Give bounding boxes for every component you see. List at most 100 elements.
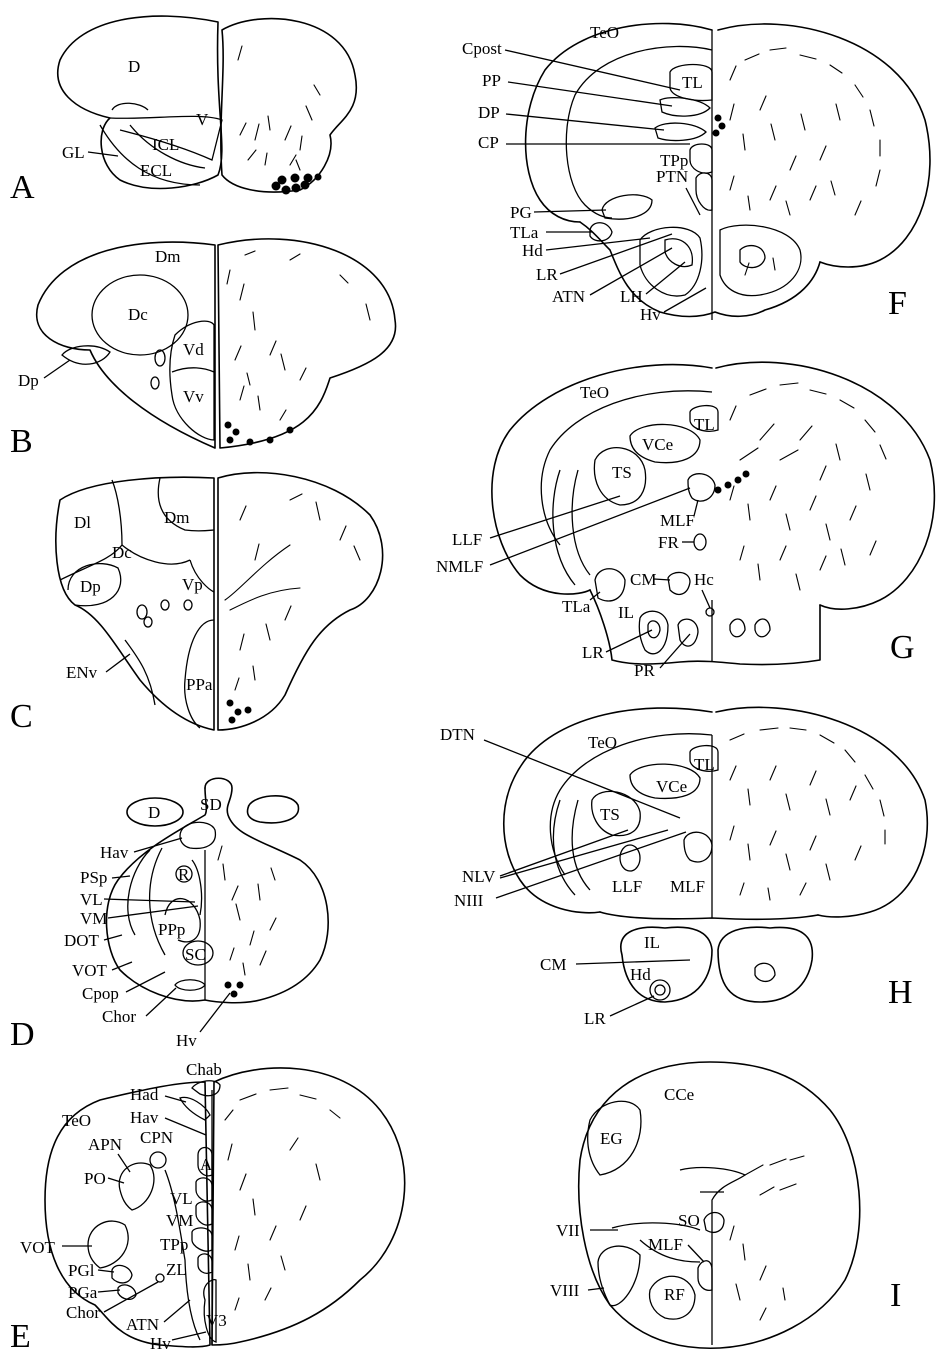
label-f-tl: TL — [682, 73, 703, 92]
panel-b-vd-region — [170, 321, 214, 440]
panel-c-dots — [227, 700, 252, 724]
panel-f: TeO Cpost TL PP DP CP TPp PTN PG TLa Hd … — [462, 23, 930, 324]
label-e-v3: V3 — [206, 1311, 227, 1330]
label-h-ts: TS — [600, 805, 620, 824]
label-h-teo: TeO — [588, 733, 617, 752]
label-g-fr: FR — [658, 533, 679, 552]
panel-a-ventricle — [112, 103, 148, 110]
panel-d-right-lobe — [248, 796, 299, 823]
panel-e-right-hemisphere — [212, 1068, 405, 1345]
panel-letter-a: A — [10, 169, 35, 206]
label-i-so: SO — [678, 1211, 700, 1230]
panel-c: Dl Dm Dc Dp Vp ENv PPa C — [10, 473, 383, 735]
panel-h-body — [600, 912, 818, 919]
label-d-vot: VOT — [72, 961, 108, 980]
panel-d-chor-region — [175, 980, 205, 991]
panel-h-right-lr — [755, 963, 775, 981]
label-e-atn: ATN — [126, 1315, 159, 1334]
label-g-teo: TeO — [580, 383, 609, 402]
label-e-chor: Chor — [66, 1303, 100, 1322]
panel-f-tla-region — [590, 223, 612, 241]
leader-d-hav — [134, 838, 182, 852]
panel-c-tract-2 — [144, 617, 152, 627]
leader-b-dp — [44, 360, 70, 378]
label-i-cce: CCe — [664, 1085, 694, 1104]
label-g-ts: TS — [612, 463, 632, 482]
leader-g-mlf — [694, 500, 698, 516]
leader-f-pp — [508, 82, 672, 106]
label-f-lh: LH — [620, 287, 643, 306]
label-a-v: V — [196, 110, 209, 129]
panel-e-po-region — [119, 1163, 154, 1210]
label-c-env: ENv — [66, 663, 98, 682]
label-c-dp: Dp — [80, 577, 101, 596]
label-f-pg: PG — [510, 203, 532, 222]
label-e-tpp: TPp — [160, 1235, 188, 1254]
label-e-hav: Hav — [130, 1108, 159, 1127]
panel-f-dp-region — [655, 123, 706, 140]
label-c-vp: Vp — [182, 575, 203, 594]
panel-b-right-hemisphere — [218, 239, 396, 448]
leader-e-apn — [118, 1154, 130, 1172]
panel-f-lr-region — [665, 239, 692, 267]
panel-letter-c: C — [10, 698, 33, 735]
label-d-hav: Hav — [100, 843, 129, 862]
label-h-vce: VCe — [656, 777, 687, 796]
label-h-cm: CM — [540, 955, 566, 974]
panel-letter-i: I — [890, 1277, 901, 1314]
panel-f-right-tectum — [718, 24, 930, 267]
label-i-viii: VIII — [550, 1281, 580, 1300]
label-e-cpn: CPN — [140, 1128, 173, 1147]
label-a-d: D — [128, 57, 140, 76]
label-i-mlf: MLF — [648, 1235, 683, 1254]
label-d-cpop: Cpop — [82, 984, 119, 1003]
label-e-vot: VOT — [20, 1238, 56, 1257]
leader-f-cpost — [505, 50, 680, 90]
panel-g-pr-region — [678, 619, 698, 646]
label-d-ppp: PPp — [158, 920, 185, 939]
label-c-ppa: PPa — [186, 675, 213, 694]
label-b-vd: Vd — [183, 340, 204, 359]
label-d-sd: SD — [200, 795, 222, 814]
panel-g-fibers — [730, 383, 886, 590]
leader-f-lr — [560, 234, 672, 274]
leader-f-dp — [506, 114, 664, 130]
panel-h-lr-inner — [655, 985, 665, 995]
panel-c-env-region — [125, 640, 155, 705]
panel-b-dp-region — [62, 346, 110, 364]
label-e-pgl: PGl — [68, 1261, 95, 1280]
panel-e-pg-region — [112, 1265, 136, 1299]
label-g-tla: TLa — [562, 597, 591, 616]
panel-e-fibers — [225, 1088, 340, 1310]
panel-g-cm-region — [668, 572, 690, 594]
panel-a-fibers — [238, 46, 320, 170]
panel-d-dots — [225, 982, 244, 998]
label-d-r: R — [178, 865, 190, 884]
label-e-hv: Hv — [150, 1334, 171, 1353]
panel-g-dots — [715, 471, 750, 494]
leader-h-nlv-1 — [500, 830, 628, 876]
label-e-apn: APN — [88, 1135, 122, 1154]
leader-d-vm — [108, 906, 198, 918]
label-e-had: Had — [130, 1085, 159, 1104]
panel-f-right-hyp — [720, 225, 801, 295]
label-d-psp: PSp — [80, 868, 107, 887]
leader-e-pga — [98, 1290, 120, 1292]
panel-e-chor-tract — [156, 1274, 164, 1282]
panel-c-fibers — [225, 494, 360, 690]
leader-g-lr — [606, 630, 652, 652]
panel-a-right-hemisphere — [221, 19, 357, 192]
panel-c-tract-4 — [184, 600, 192, 610]
label-g-hc: Hc — [694, 570, 714, 589]
label-f-cpost: Cpost — [462, 39, 502, 58]
panel-h-right-hyp — [718, 927, 812, 1002]
leader-f-lh — [646, 262, 685, 294]
panel-d: SD D Hav PSp R VL VM PPp DOT SC VOT Cpop… — [10, 778, 328, 1053]
leader-h-nlv-2 — [500, 830, 668, 878]
label-h-il: IL — [644, 933, 660, 952]
label-d-vm: VM — [80, 909, 107, 928]
panel-e-vm-region — [196, 1202, 212, 1225]
label-a-gl: GL — [62, 143, 85, 162]
leader-g-llf — [490, 496, 620, 538]
panel-letter-e: E — [10, 1318, 31, 1355]
